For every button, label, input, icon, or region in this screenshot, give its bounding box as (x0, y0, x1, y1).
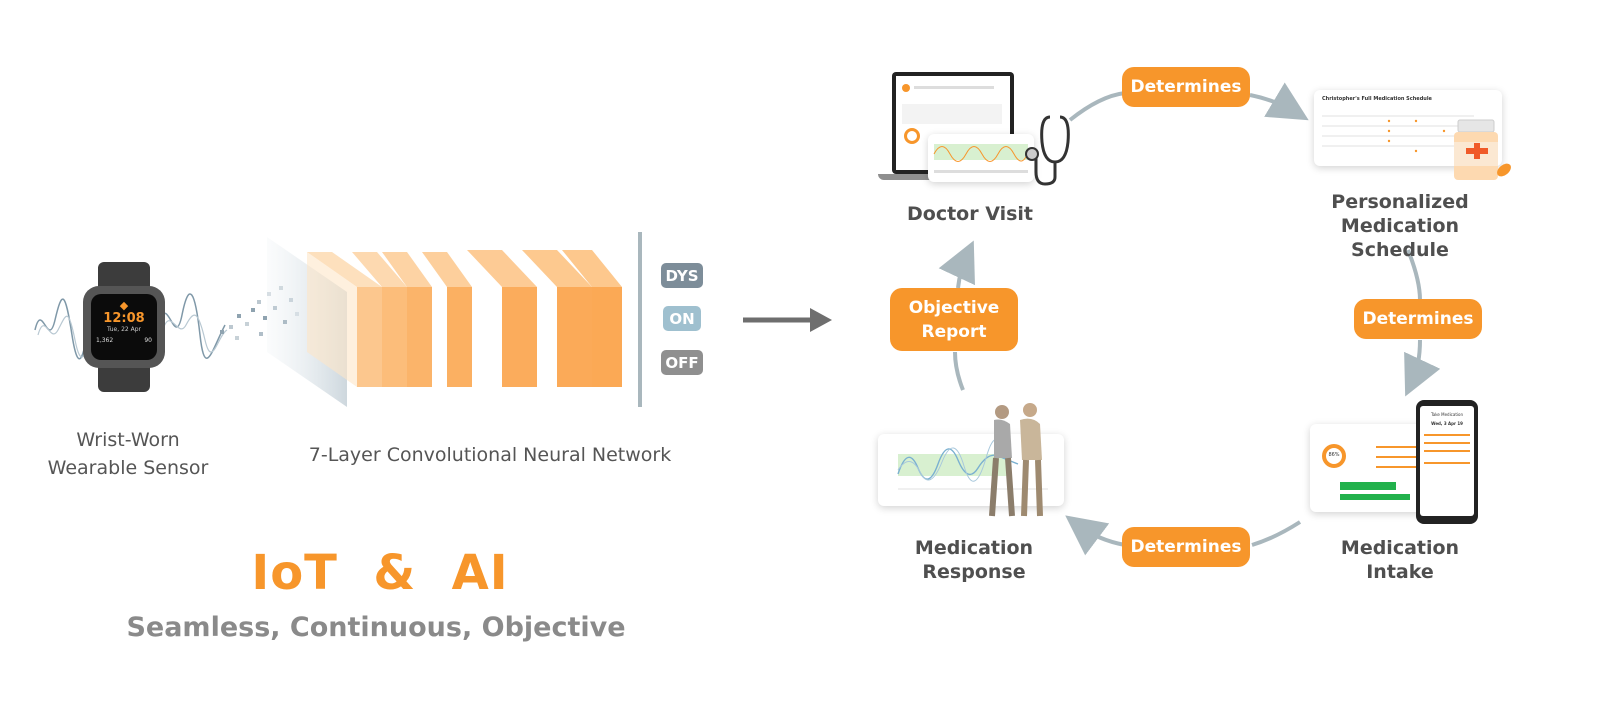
intake-label-line1: Medication (1340, 537, 1460, 559)
sensor-label-line2: Wearable Sensor (47, 457, 209, 479)
phone-date: Wed, 3 Apr 19 (1431, 421, 1463, 426)
schedule-card-title: Christopher's Full Medication Schedule (1322, 96, 1432, 102)
watch-screen: ◆ 12:08 Tue, 22 Apr 1,362 90 (91, 294, 157, 360)
determines-pill-top: Determines (1122, 67, 1250, 107)
watch-time: 12:08 (103, 311, 145, 326)
objective-report-pill: Objective Report (890, 288, 1018, 351)
watch-steps: 1,362 (96, 337, 114, 344)
watch-heart-rate: 90 (144, 337, 152, 344)
sensor-label-line1: Wrist-Worn (76, 429, 180, 451)
cnn-output-divider (638, 232, 642, 407)
schedule-label-line2: Medication Schedule (1340, 215, 1460, 261)
cnn-layers (267, 237, 622, 407)
phone-title: Take Medication (1430, 412, 1463, 417)
pill-bottle-icon (1454, 119, 1511, 180)
intake-ring-value: 86% (1328, 452, 1340, 458)
doctor-visit-label: Doctor Visit (907, 203, 1033, 225)
state-badge-dys: DYS (661, 263, 703, 288)
response-label-line1: Medication (914, 537, 1034, 559)
schedule-label: Personalized Medication Schedule (1290, 190, 1510, 262)
state-badge-off: OFF (661, 350, 703, 375)
headline: IoT & AI (251, 545, 509, 601)
flow-arrow-icon (743, 308, 832, 332)
intake-label-line2: Intake (1366, 561, 1434, 583)
objective-report-line1: Objective (908, 297, 1000, 318)
elderly-people-icon (989, 403, 1043, 517)
state-badge-on: ON (663, 306, 701, 331)
response-label-line2: Response (922, 561, 1026, 583)
determines-pill-right: Determines (1354, 299, 1482, 339)
phone: Take Medication Wed, 3 Apr 19 (1416, 400, 1478, 524)
watch-logo-icon: ◆ (119, 299, 129, 312)
objective-report-line2: Report (921, 321, 987, 342)
doctor-report-card (928, 134, 1034, 182)
intake-label: Medication Intake (1330, 536, 1470, 584)
schedule-label-line1: Personalized (1331, 191, 1469, 213)
watch-date: Tue, 22 Apr (107, 326, 141, 333)
response-label: Medication Response (900, 536, 1048, 584)
sensor-label: Wrist-Worn Wearable Sensor (28, 428, 228, 480)
intake-dashboard-card: 86% (1310, 424, 1428, 512)
cnn-label: 7-Layer Convolutional Neural Network (308, 444, 672, 466)
intake-ring (1322, 444, 1346, 468)
determines-pill-bottom: Determines (1122, 527, 1250, 567)
subline: Seamless, Continuous, Objective (126, 612, 626, 643)
smartwatch: ◆ 12:08 Tue, 22 Apr 1,362 90 (83, 262, 165, 392)
stethoscope-icon (1025, 115, 1070, 186)
